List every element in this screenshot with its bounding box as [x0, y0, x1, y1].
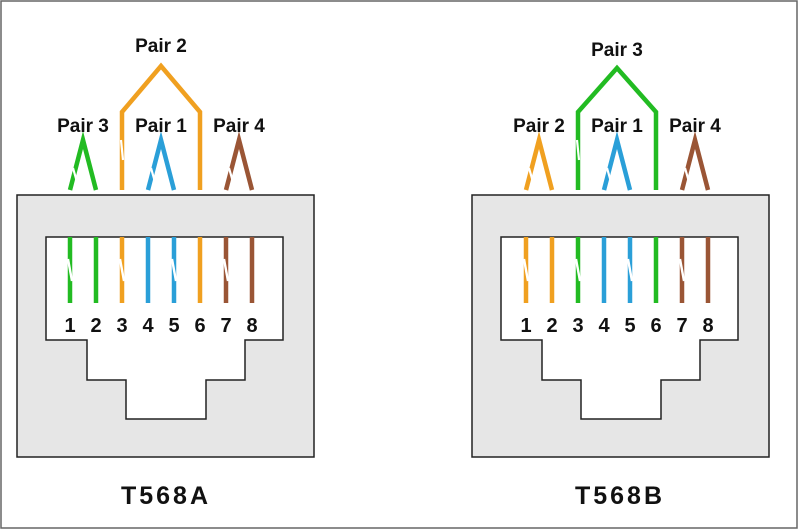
pair-stripe: [71, 167, 79, 183]
pin-stripe-1: [522, 258, 530, 282]
pair-pair-3: Pair 3: [57, 116, 109, 191]
pin-number: 8: [702, 315, 713, 337]
pair-wire: [575, 64, 659, 190]
pair-label: Pair 2: [135, 36, 187, 57]
pin-stripe-5: [170, 258, 178, 282]
pin-number: 7: [220, 315, 231, 337]
pin-number: 5: [624, 315, 635, 337]
pair-label: Pair 2: [513, 116, 565, 137]
pin-stripe-3: [574, 258, 582, 282]
pair-label: Pair 4: [669, 116, 721, 137]
pin-stripe-5: [626, 258, 634, 282]
pair-label: Pair 1: [135, 116, 187, 137]
pin-number: 1: [64, 315, 75, 337]
standard-title: T568B: [575, 482, 665, 510]
pair-label: Pair 4: [213, 116, 265, 137]
pin-number: 2: [90, 315, 101, 337]
jack-opening: [500, 236, 739, 420]
standard-title: T568A: [121, 482, 211, 510]
pair-stripe: [149, 167, 157, 183]
pin-stripe-7: [678, 258, 686, 282]
pair-label: Pair 3: [591, 40, 643, 61]
pair-pair-3: Pair 3: [575, 40, 659, 190]
pin-number: 3: [116, 315, 127, 337]
pair-pair-4: Pair 4: [213, 116, 265, 191]
pair-pair-4: Pair 4: [669, 116, 721, 191]
pair-stripe: [575, 139, 581, 161]
pin-number: 4: [598, 315, 610, 337]
pair-pair-1: Pair 1: [135, 116, 187, 191]
pair-pair-1: Pair 1: [591, 116, 643, 191]
pin-number: 2: [546, 315, 557, 337]
pair-wire: [119, 62, 203, 190]
pin-number: 5: [168, 315, 179, 337]
pin-number: 1: [520, 315, 531, 337]
pair-stripe: [227, 167, 235, 183]
pin-stripe-3: [118, 258, 126, 282]
pair-label: Pair 3: [57, 116, 109, 137]
pin-number: 3: [572, 315, 583, 337]
pin-stripe-1: [66, 258, 74, 282]
pin-number: 6: [194, 315, 205, 337]
pair-stripe: [119, 139, 125, 161]
pin-number: 8: [246, 315, 257, 337]
pair-stripe: [683, 167, 691, 183]
pin-number: 7: [676, 315, 687, 337]
pair-stripe: [605, 167, 613, 183]
pair-label: Pair 1: [591, 116, 643, 137]
pin-number: 6: [650, 315, 661, 337]
pair-pair-2: Pair 2: [513, 116, 565, 191]
pin-stripe-7: [222, 258, 230, 282]
pair-stripe: [527, 167, 535, 183]
pin-number: 4: [142, 315, 154, 337]
pair-pair-2: Pair 2: [119, 36, 203, 190]
